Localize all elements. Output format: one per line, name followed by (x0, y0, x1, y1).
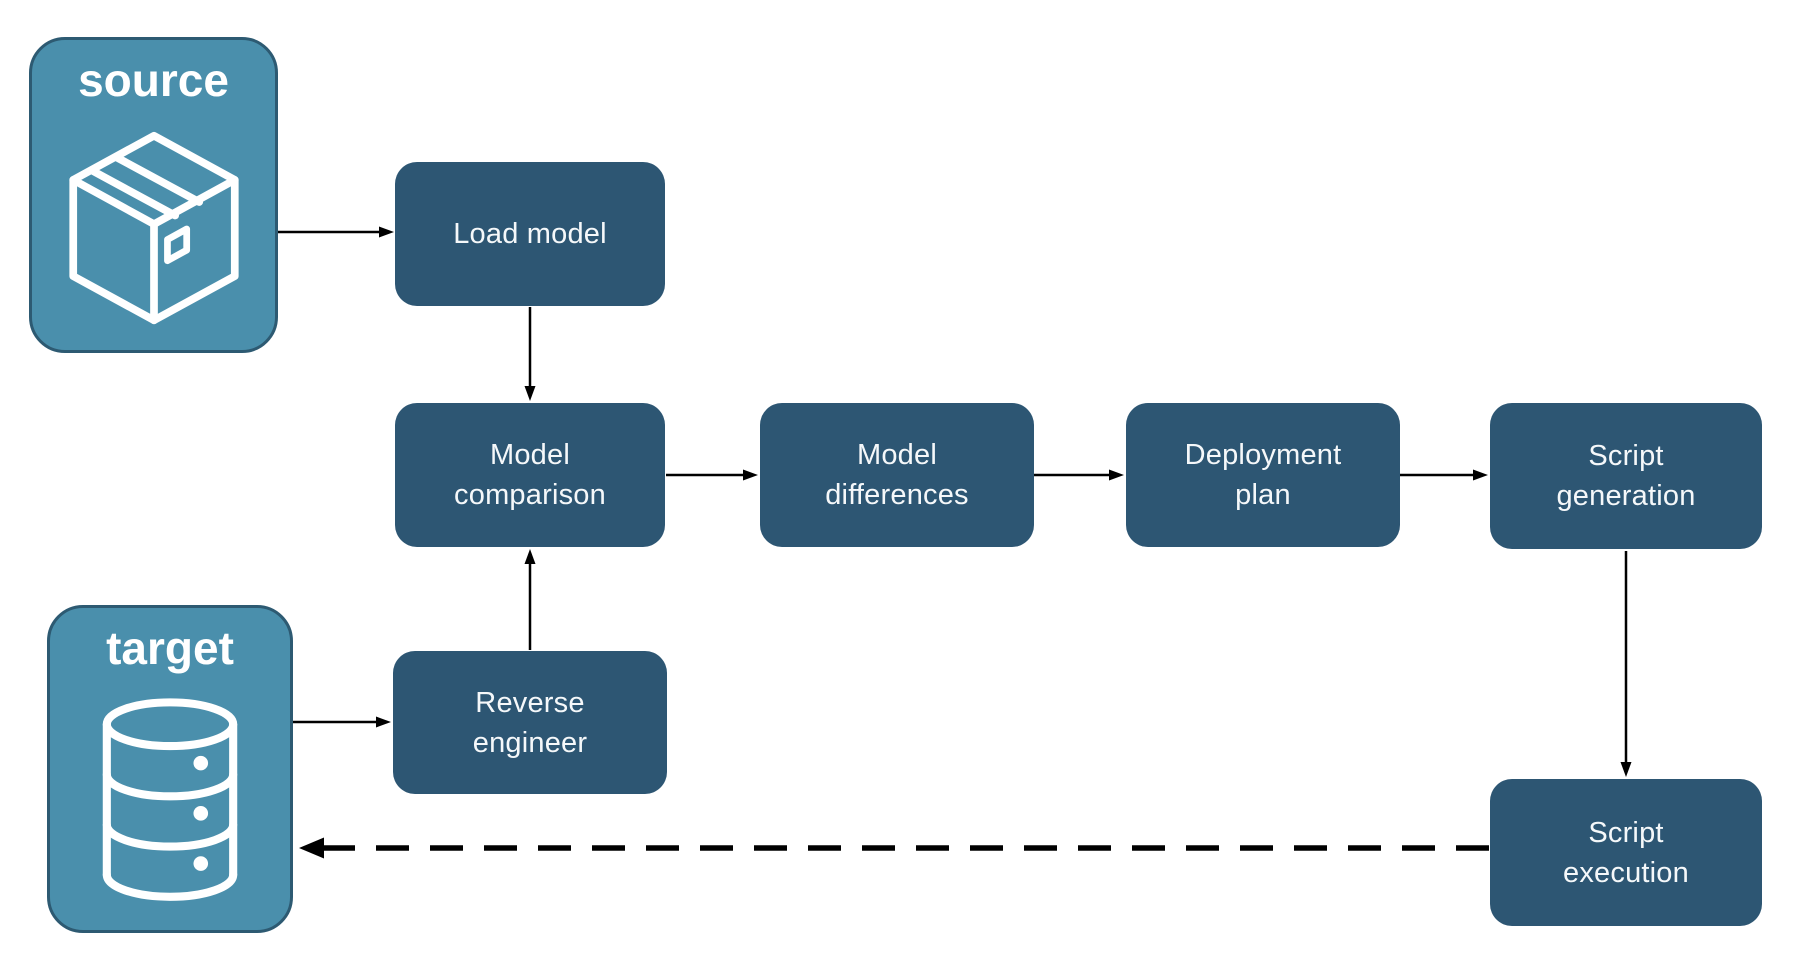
node-label-line: differences (825, 479, 969, 511)
node-reverse-engineer: Reverse engineer (393, 651, 667, 794)
node-label-line: generation (1556, 480, 1696, 512)
database-icon (50, 674, 290, 930)
node-label-line: comparison (454, 479, 606, 511)
target-container: target (47, 605, 293, 933)
source-container: source (29, 37, 278, 353)
node-label-line: execution (1563, 856, 1689, 889)
node-deployment-plan: Deployment plan (1126, 403, 1400, 547)
node-label-line: Reverse (475, 686, 585, 719)
node-label-line: Model (490, 439, 570, 471)
node-label-line: engineer (472, 726, 588, 759)
node-script-generation: Script generation (1490, 403, 1762, 549)
node-label-line: Script (1588, 440, 1664, 472)
package-box-icon (32, 106, 275, 350)
node-label-line: Model (857, 439, 937, 471)
node-label-line: Load model (453, 218, 607, 250)
node-model-differences: Model differences (760, 403, 1034, 547)
node-label-line: Script (1588, 816, 1664, 849)
node-script-execution: Script execution (1490, 779, 1762, 926)
source-label: source (78, 54, 229, 106)
node-model-comparison: Model comparison (395, 403, 665, 547)
node-load-model: Load model (395, 162, 665, 306)
node-label-line: plan (1235, 479, 1291, 511)
target-label: target (106, 622, 234, 674)
node-label-line: Deployment (1184, 439, 1342, 471)
